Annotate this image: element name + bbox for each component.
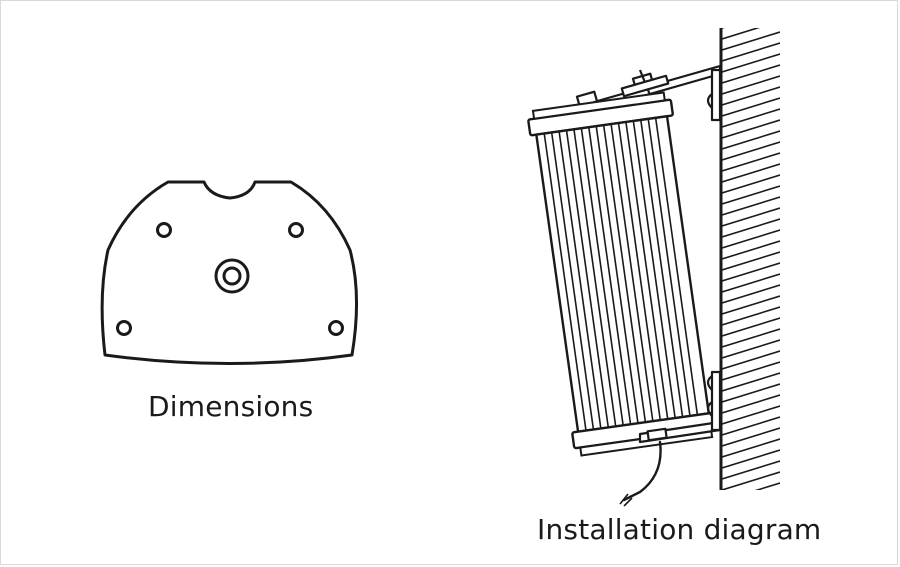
- tube-rib: [573, 129, 617, 427]
- dimensions-caption: Dimensions: [148, 390, 314, 423]
- wall-hatching: [722, 28, 780, 567]
- wall-hatch-line: [722, 240, 780, 260]
- wall-hatch-line: [722, 28, 761, 40]
- wall-hatch-line: [722, 152, 780, 172]
- wall-hatch-line: [722, 549, 780, 567]
- wall-hatch-line: [754, 482, 780, 490]
- wall-hatch-line: [722, 449, 780, 469]
- wall-hatch-line: [722, 163, 780, 183]
- wall-hatch-line: [722, 53, 780, 73]
- wall-hatch-line: [722, 97, 780, 117]
- wall-hatch-line: [722, 273, 780, 293]
- wall-hatch-line: [722, 383, 780, 403]
- wall-hatch-line: [722, 361, 780, 381]
- tube-rib: [588, 127, 632, 425]
- tube-rib: [640, 119, 684, 418]
- wall-hatch-line: [722, 196, 780, 216]
- wall-hatch-line: [722, 394, 780, 414]
- wall-hatch-line: [722, 427, 780, 447]
- wall-hatch-line: [722, 460, 780, 480]
- wall-hatch-line: [722, 328, 780, 348]
- wall-hatch-line: [722, 229, 780, 249]
- wall-hatch-line: [722, 471, 780, 490]
- wall-hatch-line: [722, 185, 780, 205]
- tube-rib: [632, 120, 676, 419]
- wall-hatch-line: [722, 28, 725, 29]
- wall-hatch-line: [722, 119, 780, 139]
- tube-rib: [610, 123, 654, 422]
- wall-hatch-line: [722, 218, 780, 238]
- power-cable: [622, 440, 662, 502]
- tube-rib: [543, 133, 587, 431]
- tube-rib: [602, 125, 647, 423]
- installation-caption: Installation diagram: [537, 513, 822, 546]
- wall-hatch-line: [722, 416, 780, 436]
- tube-rib: [580, 128, 624, 426]
- wall-hatch-line: [722, 141, 780, 161]
- wall-hatch-line: [722, 350, 780, 370]
- wall-hatch-line: [722, 405, 780, 425]
- tube-rib: [617, 122, 662, 421]
- wall-hatch-line: [722, 174, 780, 194]
- wall-hatch-line: [722, 130, 780, 150]
- wall-hatch-line: [722, 86, 780, 106]
- tube-rib: [565, 130, 610, 428]
- tube-rib: [647, 118, 691, 417]
- tube-rib: [550, 132, 595, 430]
- wall-hatch-line: [722, 108, 780, 128]
- wall-hatch-line: [722, 438, 780, 458]
- screw-hole-top-left: [156, 222, 172, 238]
- wall-hatch-line: [722, 306, 780, 326]
- wall-hatch-line: [722, 372, 780, 392]
- wall-hatch-line: [722, 207, 780, 227]
- wall-hatch-line: [722, 42, 780, 62]
- tube-fixture: [527, 91, 718, 457]
- tube-rib: [654, 117, 699, 416]
- tube-rib: [625, 121, 669, 420]
- wall-hatch-line: [722, 75, 780, 95]
- wall-hatch-line: [722, 295, 780, 315]
- center-hole-inner: [222, 266, 242, 286]
- screw-hole-bottom-right: [328, 320, 344, 336]
- tube-rib: [595, 126, 639, 424]
- wall-hatch-line: [722, 262, 780, 282]
- tube-body: [534, 114, 711, 434]
- mounting-plate-outline: [100, 180, 359, 365]
- wall-hatch-line: [722, 494, 780, 512]
- wall-hatch-line: [722, 284, 780, 304]
- bottom-bracket: [638, 370, 722, 444]
- wall-hatch-line: [722, 339, 780, 359]
- wall-hatch-line: [722, 64, 780, 84]
- center-hole-outer: [214, 258, 250, 294]
- wall-hatch-line: [722, 251, 780, 271]
- screw-hole-bottom-left: [116, 320, 132, 336]
- tube-rib: [558, 131, 602, 429]
- screw-hole-top-right: [288, 222, 304, 238]
- wall-hatch-line: [722, 31, 780, 51]
- wall-hatch-line: [722, 317, 780, 337]
- bottom-nut: [646, 427, 668, 442]
